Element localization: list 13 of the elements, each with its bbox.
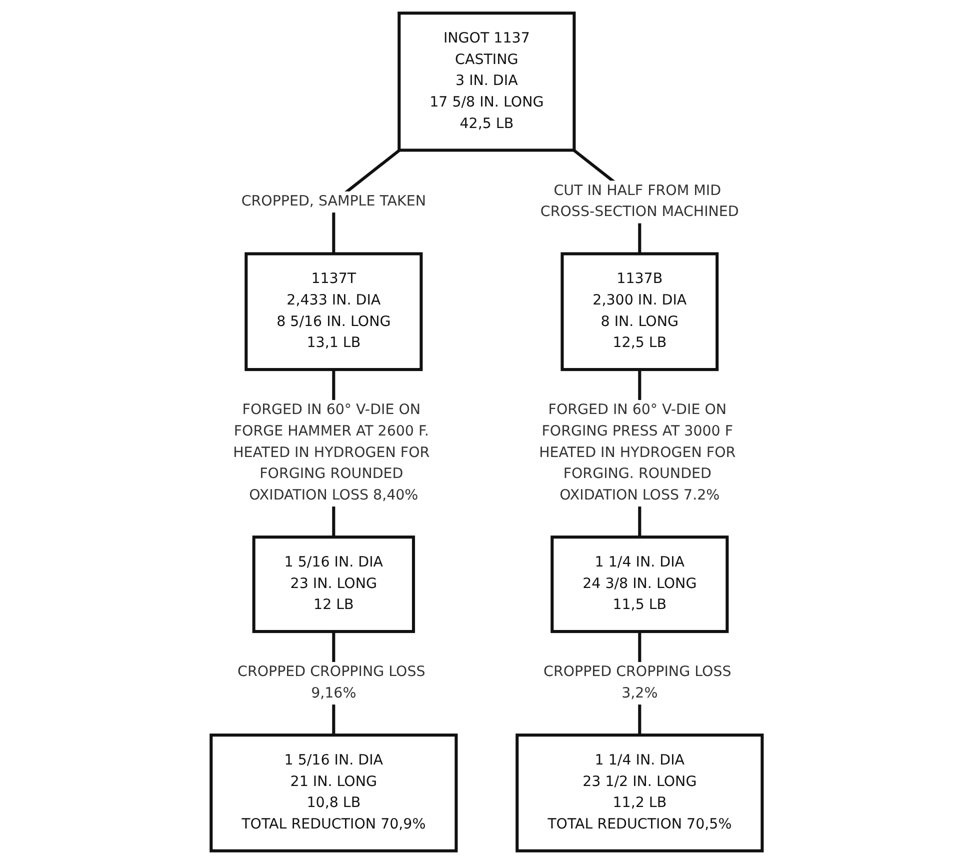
edge-label: FORGED IN 60° V-DIE ON FORGE HAMMER AT 2600 F. HEATED IN HYDROGEN FOR FORGING ROUNDED OXIDATION LOSS 8,40% bbox=[232, 402, 430, 504]
edge-label: FORGED IN 60° V-DIE ON FORGING PRESS AT 3000 F HEATED IN HYDROGEN FOR FORGING. ROUNDED OXIDATION LOSS 7.2% bbox=[538, 402, 736, 504]
node-box: 1 5/16 IN. DIA 21 IN. LONG 10,8 LB TOTAL REDUCTION 70,9% bbox=[209, 734, 458, 852]
node-box: INGOT 1137 CASTING 3 IN. DIA 17 5/8 IN. LONG 42,5 LB bbox=[397, 12, 576, 152]
node-box: 1137B 2,300 IN. DIA 8 IN. LONG 12,5 LB bbox=[560, 252, 718, 372]
node-box: 1137T 2,433 IN. DIA 8 5/16 IN. LONG 13,1 LB bbox=[244, 252, 423, 372]
edge-label: CROPPED CROPPING LOSS 3,2% bbox=[543, 664, 732, 702]
node-box: 1 1/4 IN. DIA 23 1/2 IN. LONG 11,2 LB TOTAL REDUCTION 70,5% bbox=[515, 734, 764, 852]
node-box: 1 1/4 IN. DIA 24 3/8 IN. LONG 11,5 LB bbox=[550, 536, 729, 634]
edge-label: CROPPED, SAMPLE TAKEN bbox=[241, 193, 426, 210]
node-box: 1 5/16 IN. DIA 23 IN. LONG 12 LB bbox=[252, 536, 415, 634]
edge-label: CROPPED CROPPING LOSS 9,16% bbox=[237, 664, 426, 702]
edge-label: CUT IN HALF FROM MID CROSS-SECTION MACHINED bbox=[540, 182, 739, 220]
